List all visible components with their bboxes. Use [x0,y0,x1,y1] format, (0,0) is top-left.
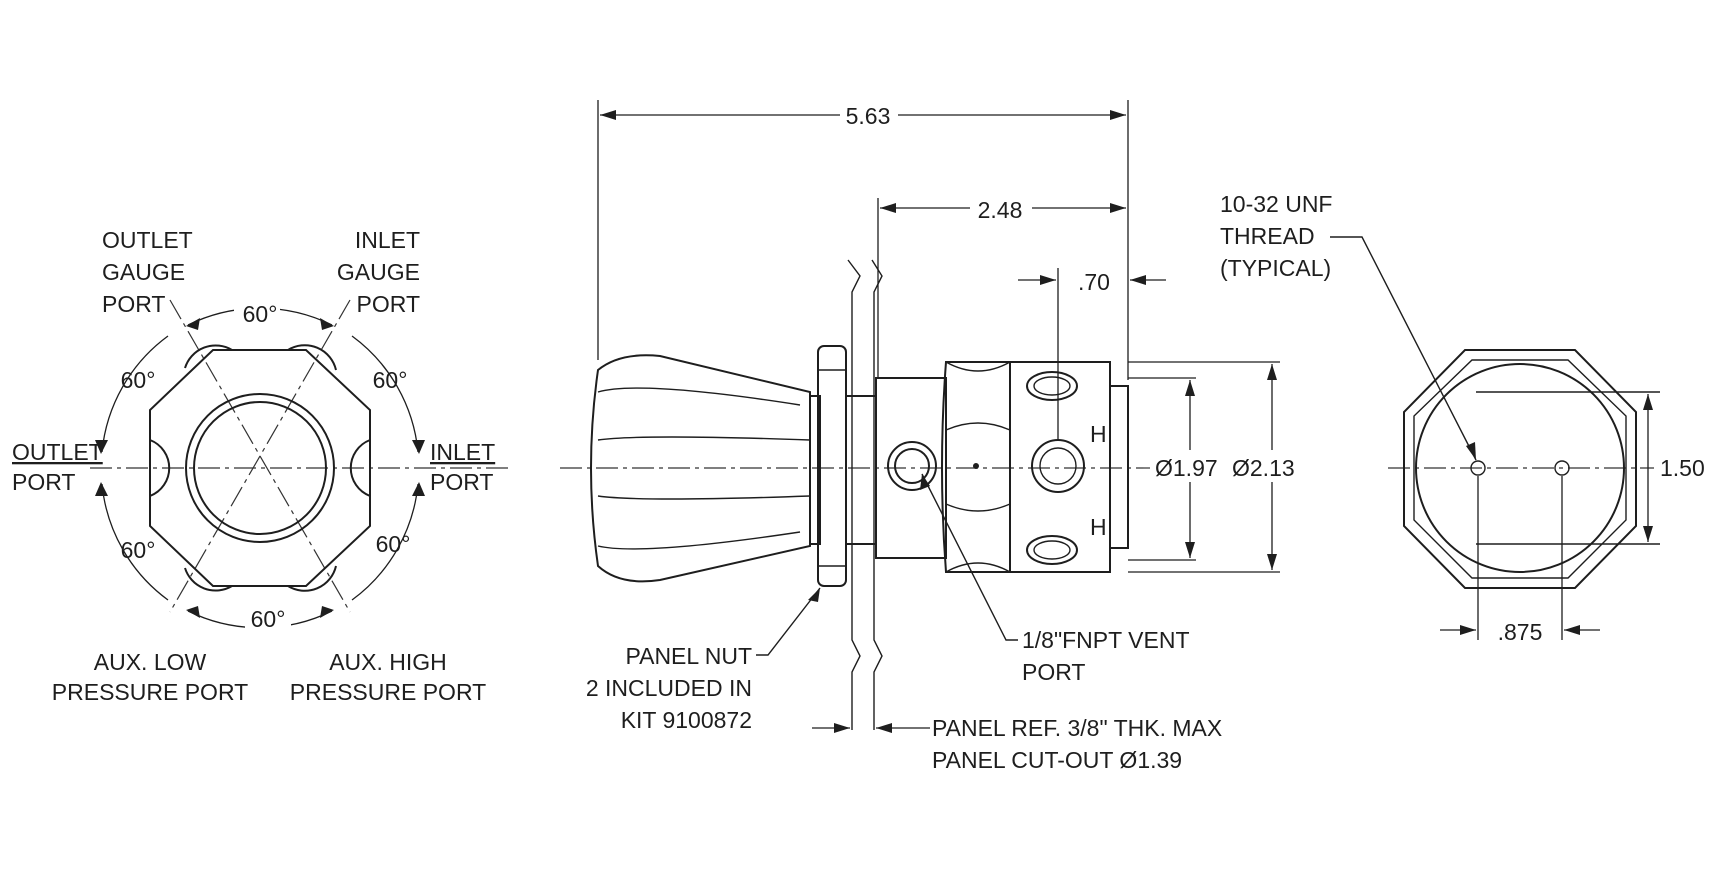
outlet-gauge-port-line-1: OUTLET [102,227,193,253]
nut-washer [809,395,821,545]
front-inner-ring [185,393,335,543]
front-arrow [95,482,108,496]
vent-port-leader [921,473,1018,641]
gauge-port-top [1026,371,1078,401]
front-arrow [412,440,425,454]
inlet-gauge-port-line-3: PORT [357,291,420,317]
knob-ridge-4 [597,531,801,550]
aux-high-line-1: AUX. HIGH [329,649,447,675]
front-arrow [186,606,200,618]
front-view: 60° 60° 60° 60° 60° 60° OUTLET GAUGE POR… [12,227,510,705]
dim-diameter-inner: Ø1.97 [1155,455,1218,481]
angle-label-upper-right: 60° [373,367,408,393]
mount-hole-left [1470,460,1486,476]
knob-outline [590,354,811,583]
front-arrow [95,440,108,454]
rear-view: 1.50 .875 10-32 UNF THREAD (TYPICAL) [1220,191,1712,645]
inlet-gauge-port-line-2: GAUGE [337,259,420,285]
body-ring [1109,385,1129,549]
panel-nut-line-2: 2 INCLUDED IN [586,675,752,701]
front-scallop-top-left [184,344,233,369]
front-arrow [186,318,200,330]
aux-high-line-2: PRESSURE PORT [290,679,486,705]
knob-ridge-1 [597,387,801,406]
panel-nut-line-3: KIT 9100872 [621,707,752,733]
outlet-port-line-2: PORT [12,469,75,495]
outlet-port-line-1: OUTLET [12,439,103,465]
hex-center-dot [973,463,979,469]
front-diagonal-centerline-2 [169,299,351,613]
front-scallop-top-right [287,344,337,371]
bonnet [875,377,947,559]
outlet-gauge-port-line-3: PORT [102,291,165,317]
side-view: H H 5.63 2.48 .70 Ø1. [560,100,1310,773]
front-outer-body [149,349,371,587]
front-scallop-left [149,439,171,497]
dim-overall-length: 5.63 [846,103,891,129]
panel-break-line-left [847,259,861,730]
front-scallop-bottom-left [184,567,233,592]
panel-thread [845,395,877,545]
panel-break-line-right [871,259,883,730]
rear-inner-circle [1415,363,1625,573]
panel-ref-line-2: PANEL CUT-OUT Ø1.39 [932,747,1182,773]
dim-hole-spacing: .875 [1498,619,1543,645]
aux-low-line-1: AUX. LOW [94,649,207,675]
rear-outer-hex [1403,349,1637,589]
panel-nut-line-1: PANEL NUT [625,643,752,669]
angle-label-bottom: 60° [251,606,286,632]
front-arrow [412,482,425,496]
vent-port-line-2: PORT [1022,659,1085,685]
thread-leader [1330,236,1477,461]
panel-ref-line-1: PANEL REF. 3/8" THK. MAX [932,715,1222,741]
angle-label-lower-right: 60° [376,531,411,557]
aux-low-line-2: PRESSURE PORT [52,679,248,705]
angle-label-lower-left: 60° [121,537,156,563]
front-arrow [320,318,334,330]
thread-note-line-3: (TYPICAL) [1220,255,1331,281]
dim-body-length: 2.48 [978,197,1023,223]
panel-nut [817,345,847,587]
front-inner-face [193,401,327,535]
vent-port-line-1: 1/8"FNPT VENT [1022,627,1190,653]
svg-text:H: H [1090,514,1107,540]
front-scallop-bottom-right [287,565,337,592]
front-arrow [320,606,334,618]
vent-port-inner [894,448,930,484]
vent-port-outer [887,441,937,491]
thread-note-line-2: THREAD [1220,223,1315,249]
inlet-port-line-2: PORT [430,469,493,495]
mount-hole-right [1554,460,1570,476]
dim-knob-offset: .70 [1078,269,1110,295]
inlet-port-line-1: INLET [430,439,495,465]
inlet-gauge-port-line-1: INLET [355,227,420,253]
angle-label-top: 60° [243,301,278,327]
knob-ridge-2 [597,436,811,441]
svg-text:H: H [1090,421,1107,447]
knob-ridge-3 [597,495,811,500]
angle-label-upper-left: 60° [121,367,156,393]
gauge-port-bottom [1026,535,1078,565]
dim-height: 1.50 [1660,455,1705,481]
panel-nut-leader [756,587,821,656]
outlet-gauge-port-line-2: GAUGE [102,259,185,285]
dim-diameter-outer: Ø2.13 [1232,455,1295,481]
thread-note-line-1: 10-32 UNF [1220,191,1332,217]
front-scallop-right [349,439,371,497]
